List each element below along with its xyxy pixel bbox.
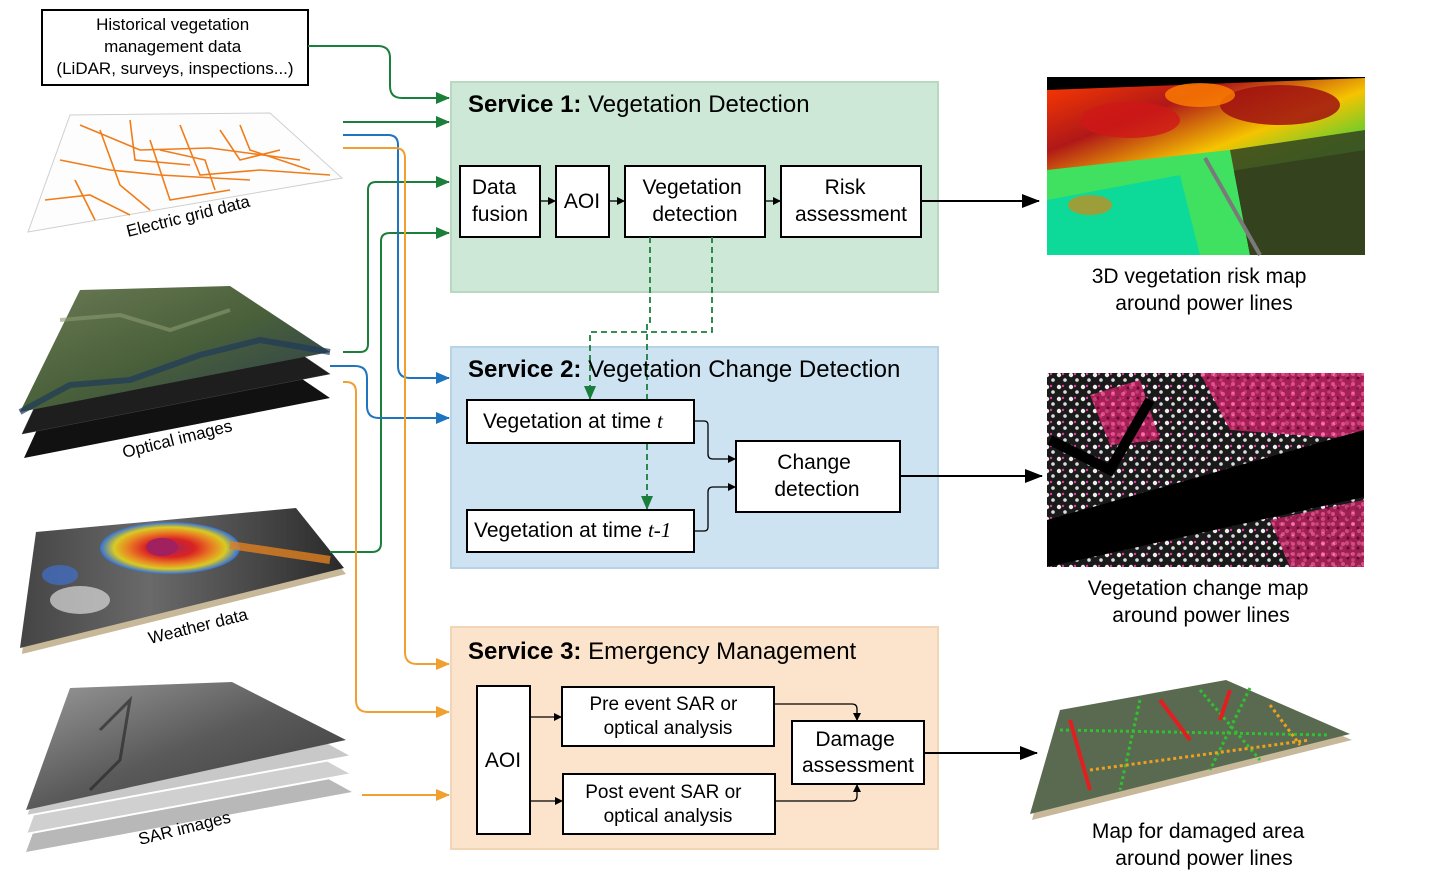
svg-text:AOI: AOI: [564, 190, 600, 213]
arrow-veg-t1-to-change: [694, 483, 736, 532]
svg-text:Vegetation at time t-1: Vegetation at time t-1: [474, 518, 671, 542]
change-map-caption-1: Vegetation change map: [1088, 577, 1309, 600]
s1-vegetation-detection-box: Vegetation detection: [624, 165, 766, 238]
historical-data-input: Historical vegetation management data (L…: [41, 9, 309, 86]
s2-change-detection-box: Change detection: [735, 440, 901, 513]
s2-veg-at-t-box: Vegetation at time t: [466, 399, 695, 444]
svg-text:Pre event SAR or optical: Pre event SAR or optical analysis: [589, 694, 742, 739]
damage-map-caption-2: around power lines: [1115, 847, 1292, 870]
historical-line-3: (LiDAR, surveys, inspections...): [56, 59, 293, 78]
optical-images-illustration: Optical images: [18, 286, 331, 462]
arrow-veg-t-to-change: [694, 420, 736, 463]
risk-map-caption-1: 3D vegetation risk map: [1092, 265, 1307, 288]
change-map-image: [1047, 373, 1364, 567]
arrow-grid-to-s2: [343, 134, 450, 384]
service2-title: Service 2: Vegetation Change Detection: [468, 356, 900, 383]
svg-text:Vegetation detection: Vegetation detection: [642, 176, 747, 226]
svg-text:Risk assessment: Risk assessment: [795, 176, 907, 226]
risk-map-caption-2: around power lines: [1115, 292, 1292, 315]
s3-aoi-box: AOI: [476, 685, 531, 835]
sar-images-illustration: SAR images: [24, 682, 355, 852]
service3-title: Service 3: Emergency Management: [468, 638, 857, 665]
svg-text:Change detection: Change detection: [774, 451, 859, 501]
damage-map-image: [1030, 680, 1352, 820]
s1-aoi-box: AOI: [555, 165, 610, 238]
risk-map-image: [1047, 77, 1365, 256]
svg-text:Vegetation at time t: Vegetation at time t: [483, 409, 664, 433]
arrow-post-to-damage: [775, 784, 861, 802]
s3-damage-assessment-box: Damage assessment: [791, 720, 925, 785]
arrow-grid-to-s3: [343, 147, 450, 670]
svg-text:Map for damaged area aroun: Map for damaged area around power lines: [1092, 820, 1310, 870]
svg-text:Historical vegetation ma: Historical vegetation management data (L…: [56, 15, 293, 78]
arrow-optical-to-s1: [343, 176, 450, 353]
arrow-optical-to-s3: [343, 381, 450, 718]
svg-text:Damage assessment: Damage assessment: [802, 728, 914, 777]
service1-title: Service 1: Vegetation Detection: [468, 91, 810, 118]
historical-line-2: management data: [104, 37, 242, 56]
arrow-pre-to-damage: [774, 703, 861, 721]
weather-data-illustration: Weather data: [20, 508, 346, 654]
svg-text:Vegetation change map arou: Vegetation change map around power lines: [1088, 577, 1315, 627]
s1-data-fusion-box: Data fusion: [459, 165, 541, 238]
change-map-caption-2: around power lines: [1112, 604, 1289, 627]
svg-text:3D vegetation risk map aro: 3D vegetation risk map around power line…: [1092, 265, 1313, 315]
dashed-arrow-to-veg-t: [584, 237, 713, 400]
arrow-historical-to-s1: [308, 45, 450, 104]
historical-line-1: Historical vegetation: [96, 15, 249, 34]
arrow-optical-to-s2: [330, 365, 450, 424]
electric-grid-illustration: Electric grid data: [27, 112, 344, 241]
svg-text:Post event SAR or optica: Post event SAR or optical analysis: [585, 782, 747, 827]
svg-text:AOI: AOI: [485, 749, 521, 772]
s3-pre-event-box: Pre event SAR or optical analysis: [561, 686, 775, 747]
svg-text:Data fusion: Data fusion: [472, 176, 528, 226]
s1-risk-assessment-box: Risk assessment: [780, 165, 922, 238]
s3-post-event-box: Post event SAR or optical analysis: [562, 773, 776, 835]
s2-veg-at-t1-box: Vegetation at time t-1: [466, 509, 695, 553]
damage-map-caption-1: Map for damaged area: [1092, 820, 1305, 843]
arrow-weather-to-s1: [330, 227, 450, 553]
